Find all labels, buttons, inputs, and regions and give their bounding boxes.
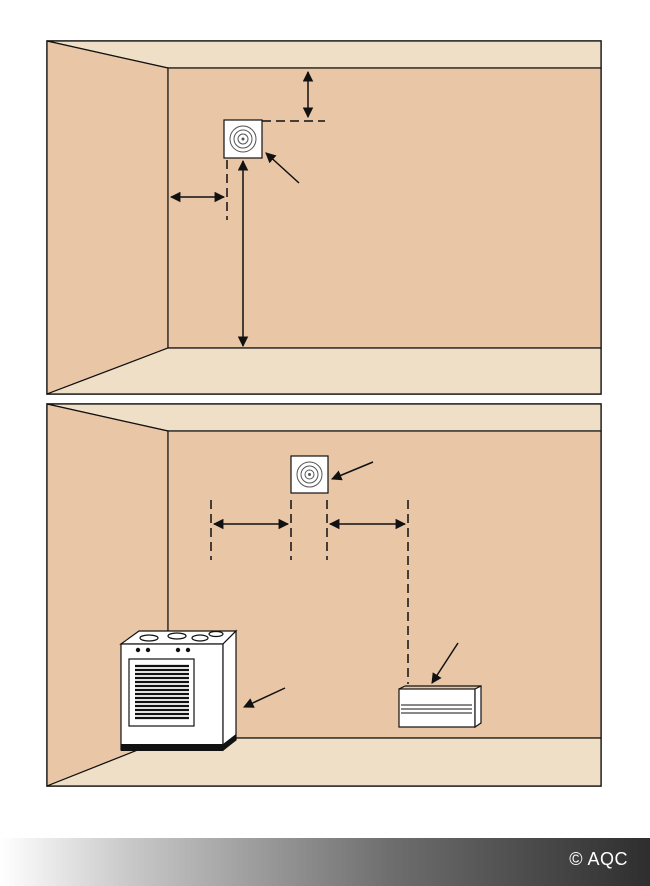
extractor-fan-icon — [223, 119, 263, 159]
top-floor — [46, 347, 602, 395]
pointer-arrow-icon — [265, 152, 300, 184]
extractor-fan-icon — [290, 455, 329, 494]
radiator-icon — [398, 685, 482, 729]
top-room-panel — [46, 40, 602, 395]
pointer-arrow-icon — [331, 461, 374, 481]
pointer-arrow-icon — [243, 687, 286, 708]
cooker-icon — [119, 629, 238, 752]
top-back-wall — [167, 67, 602, 349]
bottom-room-panel — [46, 403, 602, 787]
pointer-arrow-icon — [431, 642, 459, 684]
copyright-text: © AQC — [569, 849, 628, 869]
top-left-wall — [46, 40, 169, 395]
bottom-back-wall — [167, 430, 602, 739]
footer-bar: © AQC — [0, 838, 650, 886]
ventilation-placement-diagram — [46, 40, 602, 787]
